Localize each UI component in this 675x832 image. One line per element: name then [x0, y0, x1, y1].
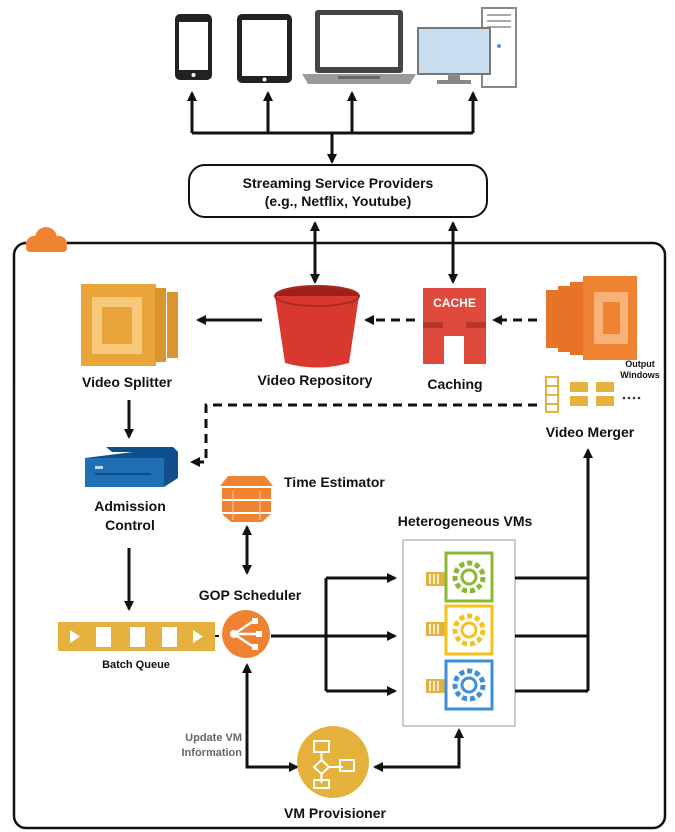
video-repository-label: Video Repository [257, 372, 373, 388]
batch-queue-label: Batch Queue [102, 659, 170, 671]
vm-blue-icon [426, 659, 494, 711]
gop-scheduler-label: GOP Scheduler [198, 587, 302, 603]
vm-provisioner-icon [297, 726, 369, 798]
output-windows-line2: Windows [620, 370, 660, 380]
scheduler-provisioner-link [242, 663, 299, 772]
time-estimator-label: Time Estimator [284, 474, 385, 490]
smartphone-icon [175, 14, 212, 80]
cache-icon-text: CACHE [433, 296, 476, 310]
video-repository-icon [274, 285, 360, 368]
video-splitter-icon [81, 284, 178, 366]
output-windows-line1: Output [625, 359, 655, 369]
batch-queue-icon [58, 622, 215, 651]
admission-control-label-1: Admission [94, 498, 166, 514]
admission-control-label-2: Control [105, 517, 155, 533]
scheduler-vm-links [271, 573, 397, 696]
video-merger-label: Video Merger [545, 424, 635, 440]
vm-to-merger-links [515, 448, 593, 693]
cloud-boundary [12, 227, 667, 830]
update-vm-line1: Update VM [185, 732, 242, 744]
provider-links [310, 221, 458, 284]
gop-scheduler-icon [222, 610, 270, 658]
cache-icon [423, 288, 486, 364]
cloud-icon [26, 227, 67, 252]
update-vm-line2: Information [181, 747, 243, 759]
provider-examples: (e.g., Netflix, Youtube) [264, 193, 412, 209]
provisioner-vm-link [373, 728, 464, 772]
vm-yellow-icon [426, 604, 494, 656]
provider-title: Streaming Service Providers [242, 175, 434, 191]
output-windows-label: Output Windows [612, 359, 668, 381]
video-merger-icon [546, 276, 637, 360]
desktop-icon [417, 7, 517, 88]
video-splitter-label: Video Splitter [82, 374, 172, 390]
update-vm-label: Update VM Information [150, 731, 243, 761]
heterogeneous-vms-label: Heterogeneous VMs [397, 513, 533, 529]
top-row-arrows [124, 315, 537, 467]
streaming-provider-box [188, 164, 488, 218]
laptop-icon [302, 10, 416, 84]
output-windows-icon [545, 376, 641, 413]
tablet-icon [237, 14, 292, 83]
time-estimator-icon [220, 476, 273, 522]
vm-green-icon [426, 551, 494, 603]
caching-label: Caching [427, 376, 483, 392]
admission-control-icon [85, 447, 178, 487]
device-connectors [187, 91, 478, 164]
vm-provisioner-label: VM Provisioner [284, 805, 386, 821]
